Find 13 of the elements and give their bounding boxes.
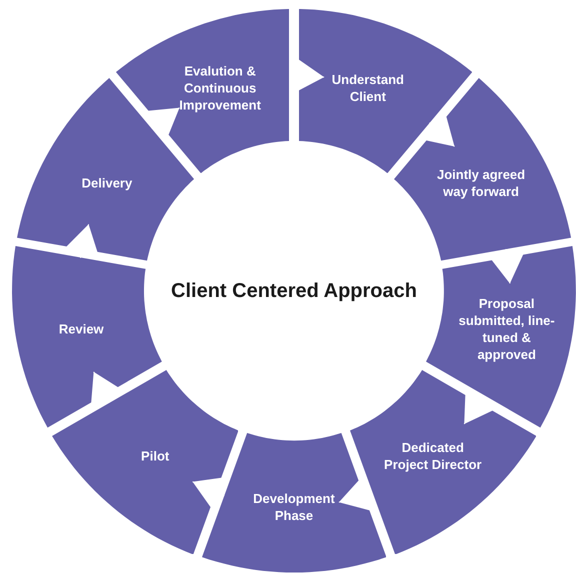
center-title: Client Centered Approach	[171, 279, 417, 304]
notch-arrow	[66, 224, 99, 258]
step-label: Review	[58, 320, 105, 337]
step-label: Dedicated Project Director	[383, 439, 483, 474]
step-label: Development Phase	[252, 490, 336, 524]
step-label: Proposal submitted, line-tuned & approved	[458, 294, 556, 362]
step-label: Jointly agreed way forward	[436, 166, 526, 200]
step-label: Delivery	[80, 174, 134, 192]
notch-arrow	[192, 477, 226, 508]
notch-arrow	[490, 248, 524, 284]
step-label: Understand Client	[330, 71, 405, 106]
step-label: Pilot	[140, 448, 170, 465]
step-label: Evalution & Continuous Improvement	[178, 62, 262, 114]
